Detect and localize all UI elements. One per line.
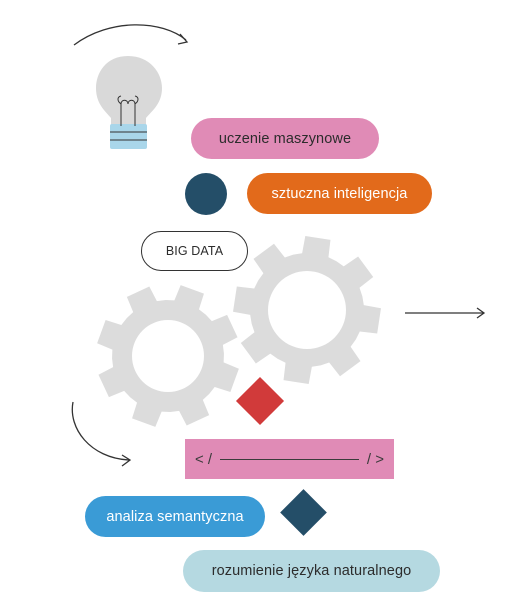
label-artificial-intelligence: sztuczna inteligencja [247, 173, 432, 214]
curved-arrow-top-icon [73, 24, 189, 46]
code-bar: < / / > [185, 439, 394, 479]
label-natural-language-understanding: rozumienie języka naturalnego [183, 550, 440, 592]
lightbulb-icon [96, 56, 162, 149]
label-big-data: BIG DATA [141, 231, 248, 271]
label-machine-learning: uczenie maszynowe [191, 118, 379, 159]
curved-arrow-left-icon [71, 401, 132, 467]
gear-right-icon [233, 236, 381, 384]
navy-circle [185, 173, 227, 215]
code-line [220, 458, 359, 460]
code-close-tag: / > [366, 450, 384, 468]
navy-diamond [280, 489, 327, 536]
red-diamond [235, 376, 285, 426]
gear-body [233, 236, 381, 384]
arrow-right-icon [405, 307, 486, 319]
code-open-tag: < / [195, 450, 213, 468]
gear-body [97, 285, 239, 427]
gear-left-icon [97, 285, 239, 427]
label-semantic-analysis: analiza semantyczna [85, 496, 265, 537]
